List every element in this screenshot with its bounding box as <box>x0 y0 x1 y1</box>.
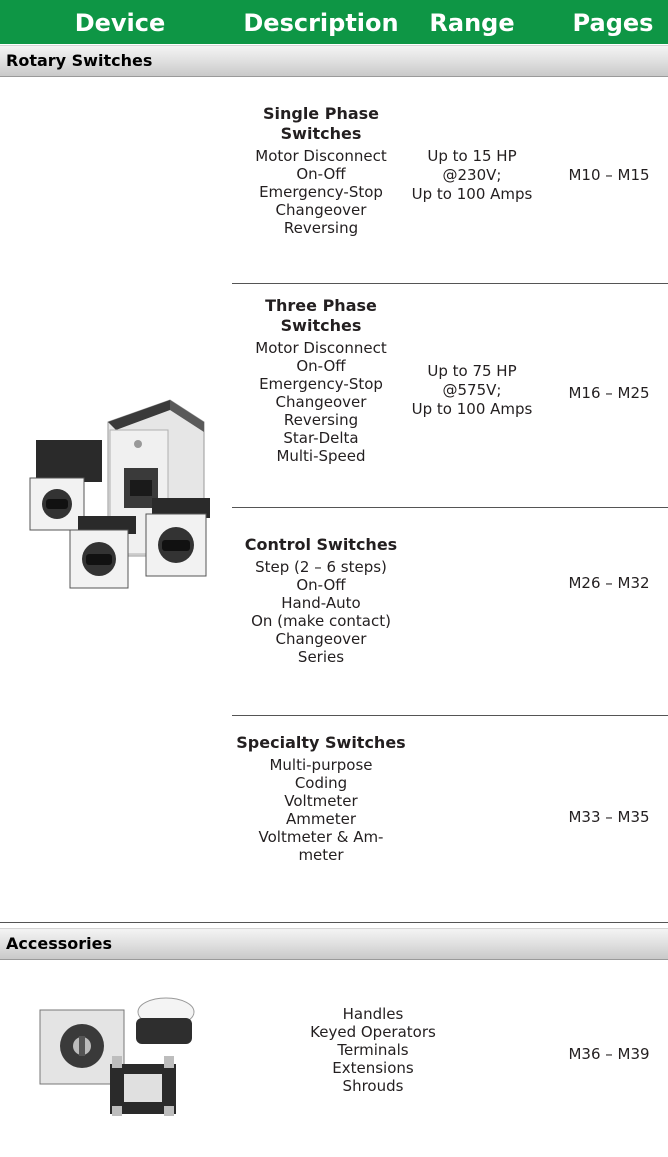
rotary-switches-image <box>29 399 210 589</box>
accessories-image <box>39 997 195 1116</box>
row-item: Keyed Operators <box>310 1023 436 1041</box>
row-divider <box>232 715 668 716</box>
section-bar-accessories: Accessories <box>0 928 668 960</box>
row-divider <box>232 507 668 508</box>
row-item: Hand-Auto <box>281 594 361 612</box>
pages-control: M26 – M32 <box>568 574 650 592</box>
row-item: Multi-Speed <box>276 447 366 465</box>
row-item: Ammeter <box>286 810 356 828</box>
section-label-accessories: Accessories <box>6 934 112 953</box>
pages-single-phase: M10 – M15 <box>568 166 650 184</box>
row-item: Changeover <box>275 630 367 648</box>
row-item: On-Off <box>296 357 346 375</box>
section-label-rotary: Rotary Switches <box>6 51 153 70</box>
row-item: Reversing <box>283 219 359 237</box>
row-title: Control Switches <box>244 535 398 554</box>
row-item: On (make contact) <box>251 612 391 630</box>
pages-specialty: M33 – M35 <box>568 808 650 826</box>
row-item: Emergency-Stop <box>259 183 383 201</box>
description-single-phase: Single Phase Switches Motor Disconnect O… <box>232 104 410 237</box>
row-item: Multi-purpose <box>269 756 373 774</box>
row-title: Single Phase Switches <box>262 104 380 143</box>
description-three-phase: Three Phase Switches Motor Disconnect On… <box>232 296 410 465</box>
row-item: Changeover <box>275 201 367 219</box>
row-item: Emergency-Stop <box>259 375 383 393</box>
row-item: Motor Disconnect <box>255 339 387 357</box>
header-description: Description <box>243 9 399 37</box>
row-item: Shrouds <box>342 1077 404 1095</box>
description-control: Control Switches Step (2 – 6 steps) On-O… <box>232 535 410 666</box>
row-title: Specialty Switches <box>236 733 406 752</box>
row-item: On-Off <box>296 576 346 594</box>
row-item: Step (2 – 6 steps) <box>255 558 387 576</box>
row-title: Three Phase Switches <box>265 296 377 335</box>
row-item: Voltmeter & Am- <box>258 828 384 846</box>
row-item: meter <box>298 846 344 864</box>
pages-accessories: M36 – M39 <box>568 1045 650 1063</box>
row-item: Terminals <box>337 1041 409 1059</box>
section-bar-rotary: Rotary Switches <box>0 45 668 77</box>
header-range: Range <box>429 9 515 37</box>
range-line: @575V; <box>442 381 502 399</box>
row-item: Changeover <box>275 393 367 411</box>
range-line: Up to 100 Amps <box>411 400 533 418</box>
row-item: Series <box>297 648 345 666</box>
range-line: Up to 15 HP <box>427 147 517 165</box>
row-divider <box>232 283 668 284</box>
header-device: Device <box>74 9 166 37</box>
row-item: Handles <box>342 1005 404 1023</box>
description-accessories: Handles Keyed Operators Terminals Extens… <box>298 1005 448 1095</box>
range-single-phase: Up to 15 HP @230V; Up to 100 Amps <box>398 147 546 204</box>
row-item: Extensions <box>332 1059 414 1077</box>
header-pages: Pages <box>572 9 654 37</box>
description-specialty: Specialty Switches Multi-purpose Coding … <box>232 733 410 864</box>
row-item: Reversing <box>283 411 359 429</box>
pages-three-phase: M16 – M25 <box>568 384 650 402</box>
row-item: Coding <box>294 774 348 792</box>
range-line: @230V; <box>442 166 502 184</box>
range-line: Up to 75 HP <box>427 362 517 380</box>
row-item: Motor Disconnect <box>255 147 387 165</box>
row-item: Star-Delta <box>283 429 359 447</box>
range-three-phase: Up to 75 HP @575V; Up to 100 Amps <box>398 362 546 419</box>
table-header: Device Description Range Pages <box>0 0 668 44</box>
range-line: Up to 100 Amps <box>411 185 533 203</box>
row-item: Voltmeter <box>284 792 358 810</box>
row-item: On-Off <box>296 165 346 183</box>
section-divider <box>0 922 668 923</box>
